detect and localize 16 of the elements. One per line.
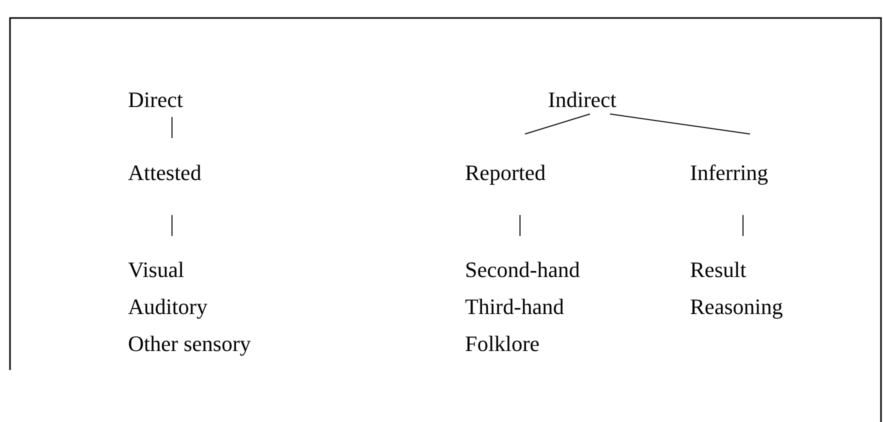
list-item-label: Result bbox=[690, 256, 746, 284]
list-item-label: Auditory bbox=[128, 293, 208, 321]
list-item-label: Second-hand bbox=[465, 256, 580, 284]
list-item-label: Third-hand bbox=[465, 293, 564, 321]
list-item-label: Visual bbox=[128, 256, 184, 284]
connector-line bbox=[524, 114, 590, 134]
category-label: Inferring bbox=[690, 159, 768, 187]
category-label: Indirect bbox=[548, 86, 616, 114]
list-item-label: Reasoning bbox=[690, 293, 783, 321]
list-item-label: Other sensory bbox=[128, 330, 251, 358]
list-item-label: Folklore bbox=[465, 330, 540, 358]
category-label: Reported bbox=[465, 159, 546, 187]
connector-line bbox=[610, 114, 750, 134]
connector-line bbox=[742, 214, 744, 236]
category-label: Attested bbox=[128, 159, 202, 187]
category-label: Direct bbox=[128, 86, 183, 114]
